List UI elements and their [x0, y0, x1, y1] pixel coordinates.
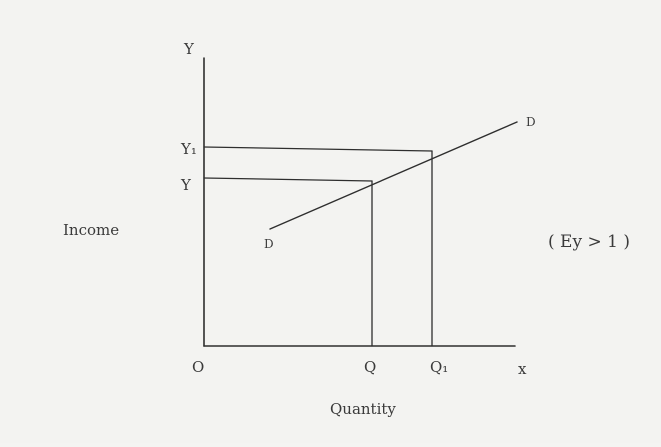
guide-y1-horizontal — [203, 146, 433, 152]
x-axis-letter: x — [518, 360, 527, 378]
y-axis-title: Income — [63, 221, 119, 239]
guide-y-horizontal — [203, 177, 373, 182]
q1-tick-label: Q₁ — [430, 358, 448, 376]
origin-label: O — [192, 358, 204, 376]
curve-start-label: D — [264, 237, 274, 251]
y-axis-letter: Y — [183, 40, 195, 58]
elasticity-annotation: ( Ey > 1 ) — [548, 232, 630, 252]
y-tick-label: Y — [180, 176, 192, 194]
curve-end-label: D — [526, 115, 536, 129]
y1-tick-label: Y₁ — [180, 140, 197, 158]
income-demand-curve — [269, 121, 518, 230]
x-axis-title: Quantity — [330, 400, 396, 418]
q-tick-label: Q — [364, 358, 376, 376]
